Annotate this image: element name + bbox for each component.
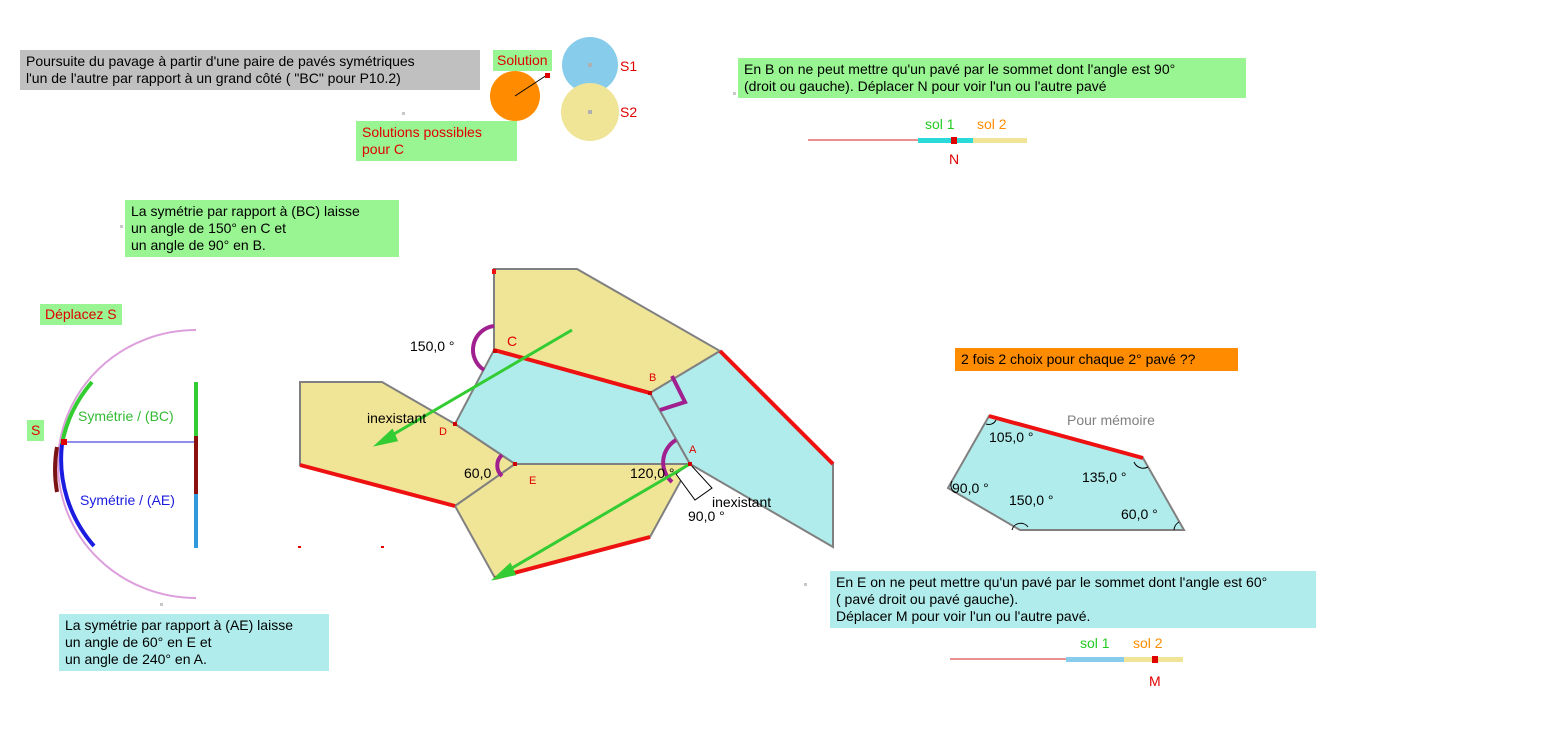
angle-c-label: 150,0 ° [410,338,455,354]
vertex-points [453,349,692,466]
control-arc-bc[interactable] [60,380,94,445]
inexistant-right-label: inexistant [712,494,772,510]
angle-a120-label: 120,0 ° [630,465,675,481]
solution-label: Solution [493,50,552,71]
m-sol2-label: sol 2 [1133,635,1163,651]
deux-fois-note: 2 fois 2 choix pour chaque 2° pavé ?? [955,348,1238,371]
dot-marker [381,546,384,548]
s1-point [588,63,592,67]
dot-marker [160,603,163,606]
dot-marker [733,92,736,95]
green-arrows [372,328,691,581]
m-slider-sol1[interactable] [1066,657,1124,662]
vertex-e-label: E [529,475,537,487]
memo-angle-90: 90,0 ° [952,480,989,496]
memo-angle-135: 135,0 ° [1082,469,1127,485]
solution-pointer-line [514,74,548,97]
intro-note: Poursuite du pavage à partir d'une paire… [20,50,480,90]
control-arc-mark [53,446,59,493]
memo-angle-marks [950,419,1180,531]
dot-marker [804,583,807,586]
s1-label: S1 [620,58,638,74]
n-sol1-label: sol 1 [925,116,955,132]
memo-angle-150: 150,0 ° [1009,492,1054,508]
vertex-c-label: C [507,333,518,349]
n-slider-sol2[interactable] [973,138,1027,143]
n-label: N [949,151,960,167]
vertex-d-label: D [439,426,447,438]
sym-ae-label: Symétrie / (AE) [80,492,175,508]
n-sol2-label: sol 2 [977,116,1007,132]
m-slider-handle[interactable] [1152,656,1158,663]
sym-bc-label: Symétrie / (BC) [78,408,174,424]
control-arc-ae[interactable] [59,443,96,548]
control-arc [57,329,197,599]
s2-point [588,110,592,114]
tile-bottom-yellow [453,463,692,580]
s-handle[interactable] [61,439,67,445]
symetrie-ae-note: La symétrie par rapport à (AE) laisse un… [59,614,329,671]
n-slider-handle[interactable] [951,137,957,144]
en-b-note: En B on ne peut mettre qu'un pavé par le… [738,58,1246,98]
angle-a90-label: 90,0 ° [688,508,725,524]
en-e-note: En E on ne peut mettre qu'un pavé par le… [830,571,1316,628]
solution-handle[interactable] [545,73,550,78]
symetrie-bc-note: La symétrie par rapport à (BC) laisse un… [125,200,399,257]
angle-e-label: 60,0 [464,465,492,481]
n-slider-sol1[interactable] [918,138,973,143]
vertex-a-label: A [689,444,697,456]
memo-red-edge [988,414,1144,460]
dot-marker [298,546,301,548]
m-sol1-label: sol 1 [1080,635,1110,651]
s-label: S [27,420,45,441]
memo-angle-105: 105,0 ° [989,429,1034,445]
dot-marker [402,112,405,115]
red-edges [299,269,835,580]
inexistant-left-label: inexistant [367,410,427,426]
pour-memoire-label: Pour mémoire [1067,412,1155,428]
solutions-possibles-note: Solutions possibles pour C [356,121,517,161]
tile-right-cyan [648,349,834,549]
deplacez-s-label: Déplacez S [40,304,122,325]
vertex-b-label: B [649,372,657,384]
memo-angle-60: 60,0 ° [1121,506,1158,522]
dot-marker [120,225,123,228]
s2-label: S2 [620,104,638,120]
m-label: M [1149,673,1161,689]
